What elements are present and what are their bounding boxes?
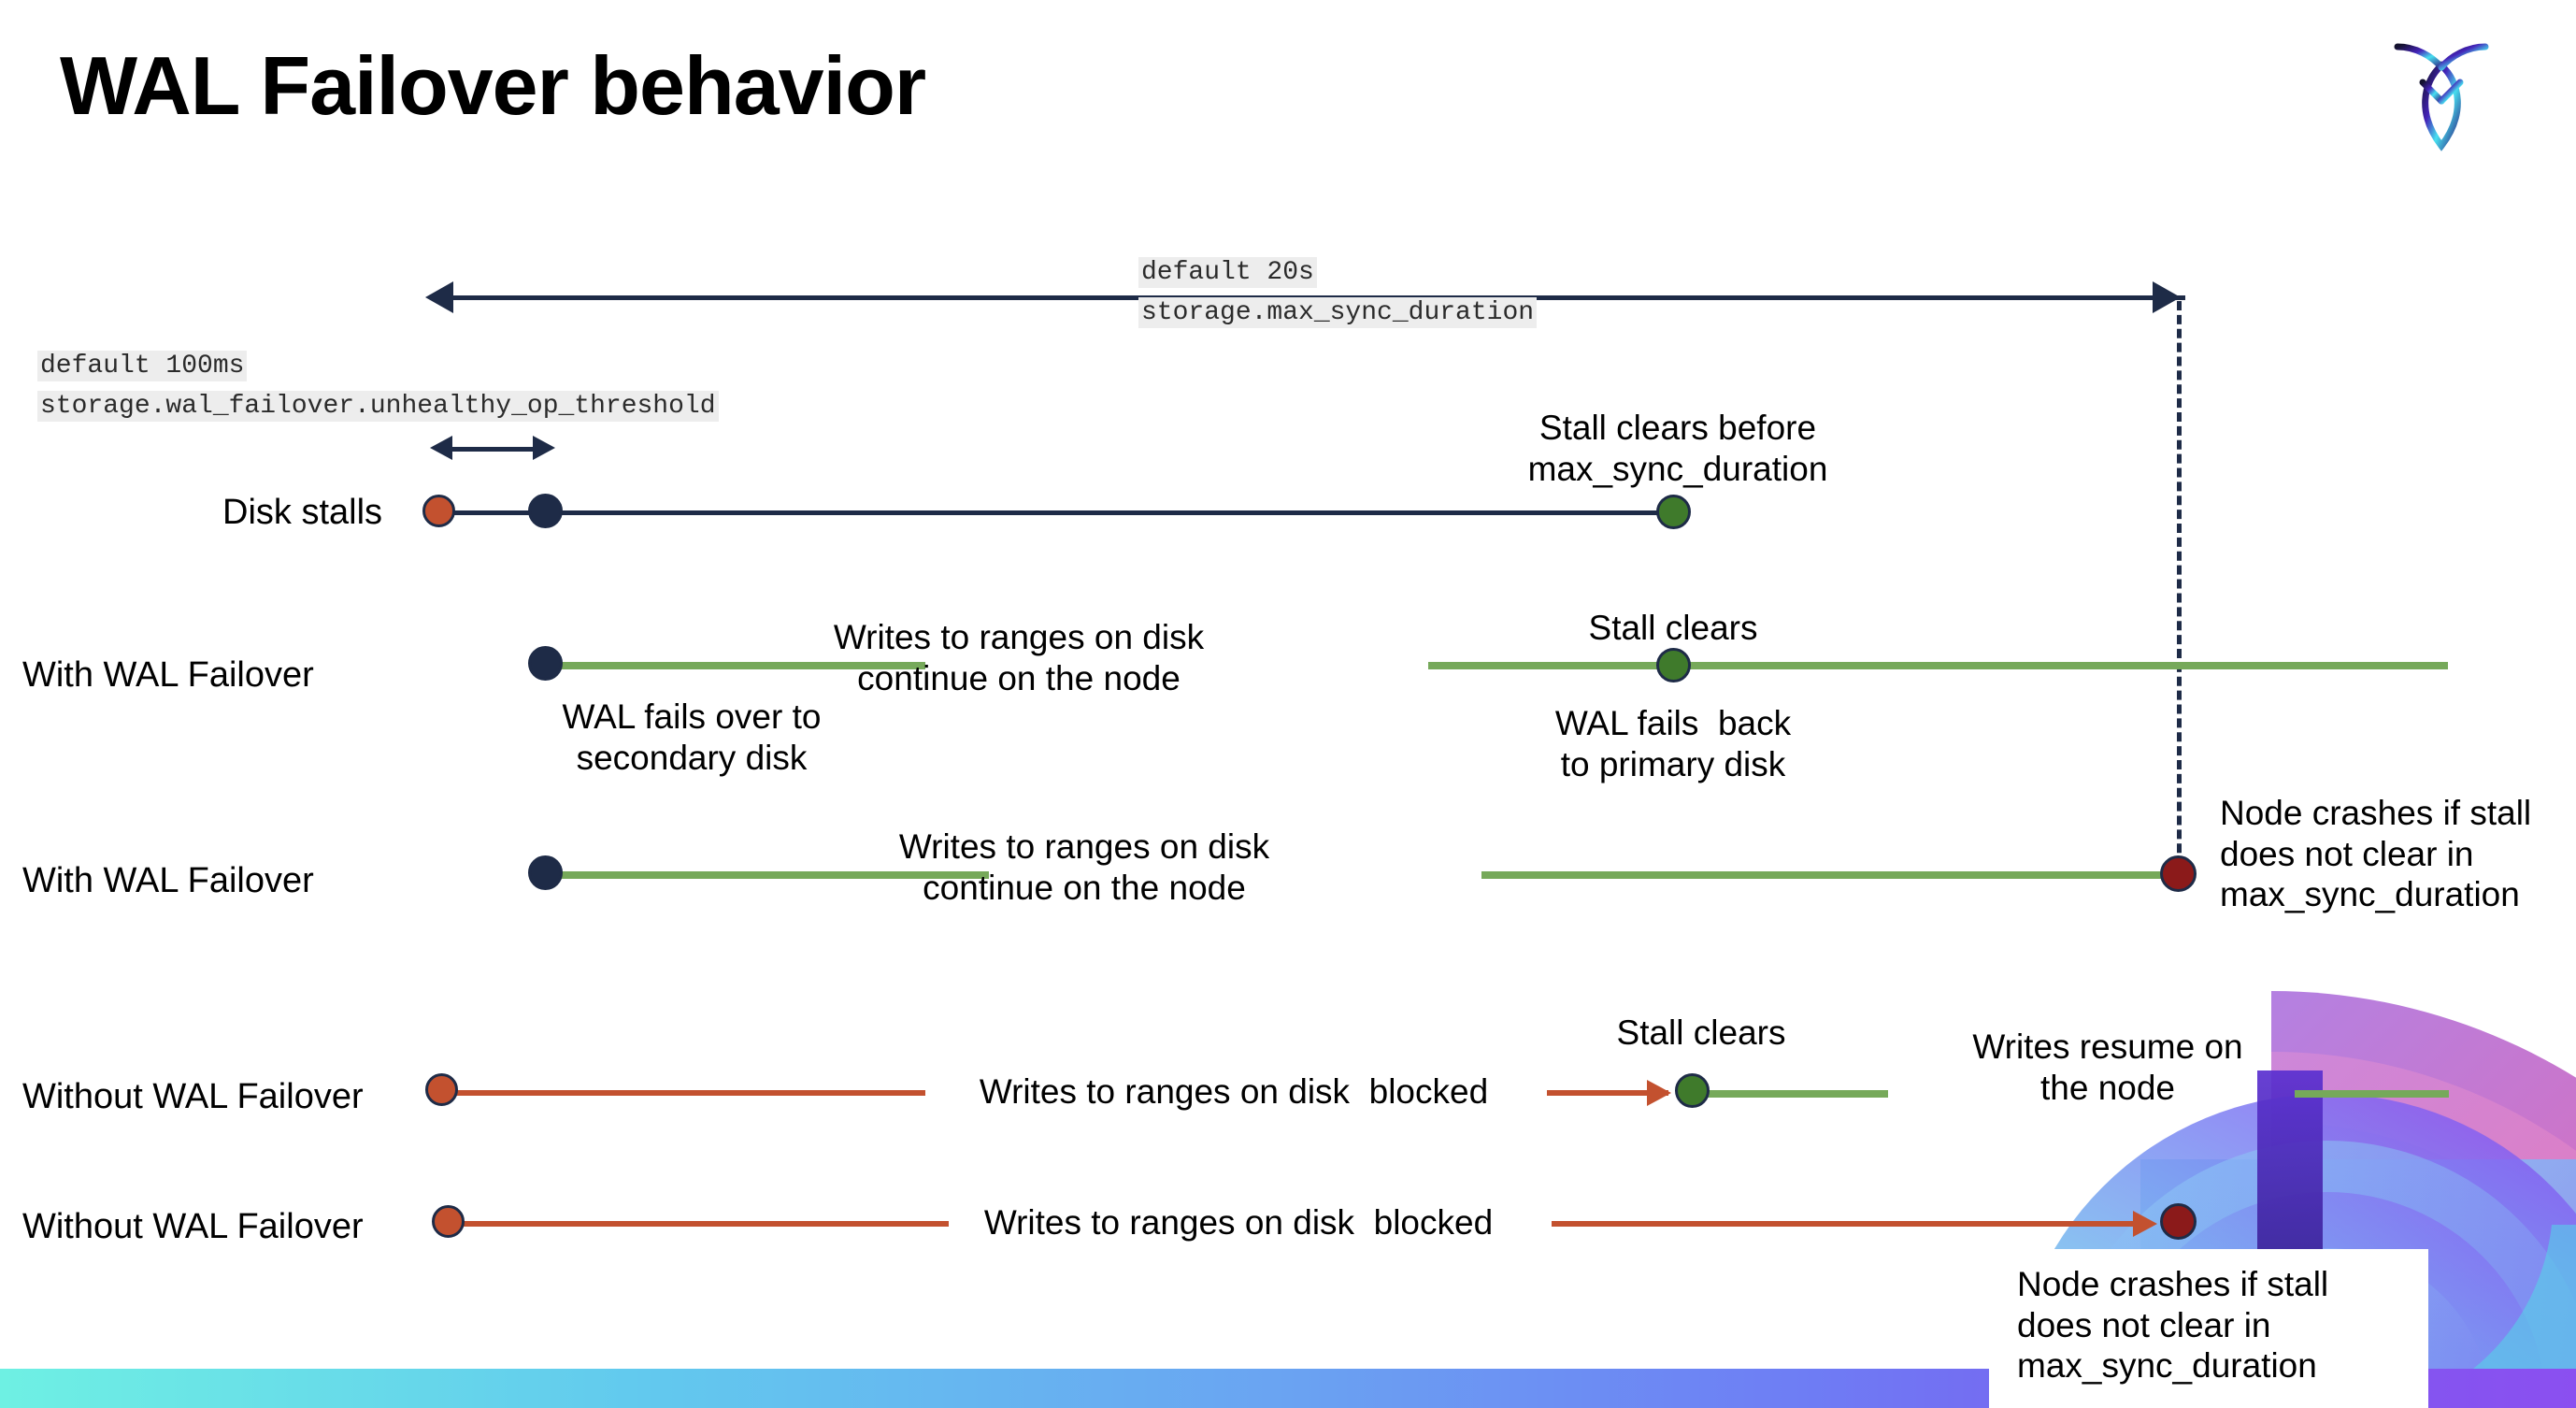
disk-stall-start-dot xyxy=(422,495,455,527)
page-title: WAL Failover behavior xyxy=(60,39,926,132)
max-sync-deadline-dashed-line xyxy=(2177,301,2182,881)
wal-failover-1-start-dot xyxy=(528,646,563,681)
max-sync-arrow-left-icon xyxy=(425,281,453,313)
without-wal-1-blocked-segment-b xyxy=(1547,1090,1668,1096)
node-crash-callout-cover xyxy=(1989,1249,2428,1408)
wal-failover-2-start-dot xyxy=(528,855,563,890)
max-sync-arrow-right-icon xyxy=(2153,281,2181,313)
annotation-unhealthy-setting: storage.wal_failover.unhealthy_op_thresh… xyxy=(37,391,719,423)
note-stall-clears-1: Stall clears xyxy=(1588,609,1758,647)
annotation-max-sync-duration: default 20s storage.max_sync_duration xyxy=(1138,252,1538,334)
unhealthy-arrow-left-icon xyxy=(430,436,452,460)
unhealthy-threshold-span-line xyxy=(447,447,533,452)
note-writes-resume: Writes resume on the node xyxy=(1972,1027,2243,1107)
wal-failover-2-line-segment-a xyxy=(550,871,989,879)
without-wal-2-blocked-segment-a xyxy=(458,1221,949,1227)
note-writes-blocked-1: Writes to ranges on disk blocked xyxy=(979,1072,1489,1111)
without-wal-1-resume-segment-a xyxy=(1696,1090,1888,1098)
without-wal-1-resume-segment-b xyxy=(2295,1090,2449,1098)
annotation-unhealthy-op-threshold: default 100ms storage.wal_failover.unhea… xyxy=(37,346,719,427)
row-label-without-wal-failover-1: Without WAL Failover xyxy=(22,1077,364,1116)
row-label-without-wal-failover-2: Without WAL Failover xyxy=(22,1207,364,1246)
wal-failover-1-stall-clears-dot xyxy=(1656,648,1691,682)
without-wal-2-arrowhead-icon xyxy=(2133,1211,2157,1237)
note-node-crashes-2-text: Node crashes if stall does not clear in … xyxy=(2017,1265,2329,1386)
disk-stall-clears-dot xyxy=(1656,495,1691,529)
cockroachdb-logo-icon xyxy=(2385,28,2497,159)
without-wal-2-node-crash-dot xyxy=(2160,1203,2197,1240)
wal-failover-1-line-segment-a xyxy=(550,662,925,669)
without-wal-1-stall-clears-dot xyxy=(1675,1073,1710,1108)
without-wal-2-start-dot xyxy=(432,1205,465,1238)
disk-stall-detected-dot xyxy=(528,494,563,528)
note-stall-clears-before-max-sync: Stall clears before max_sync_duration xyxy=(1527,409,1828,488)
unhealthy-arrow-right-icon xyxy=(533,436,555,460)
row-label-with-wal-failover-2: With WAL Failover xyxy=(22,861,314,900)
note-stall-clears-2: Stall clears xyxy=(1616,1013,1786,1052)
row-label-disk-stalls: Disk stalls xyxy=(222,493,383,532)
without-wal-1-arrowhead-icon xyxy=(1647,1080,1671,1106)
annotation-max-sync-setting: storage.max_sync_duration xyxy=(1138,297,1538,329)
wal-failover-1-line-segment-b xyxy=(1428,662,2448,669)
note-writes-continue-1: Writes to ranges on disk continue on the… xyxy=(833,618,1205,697)
without-wal-2-blocked-segment-b xyxy=(1552,1221,2150,1227)
without-wal-1-start-dot xyxy=(425,1073,458,1106)
note-writes-blocked-2: Writes to ranges on disk blocked xyxy=(983,1203,1494,1242)
note-node-crashes-1: Node crashes if stall does not clear in … xyxy=(2220,794,2532,914)
row-label-with-wal-failover-1: With WAL Failover xyxy=(22,655,314,695)
wal-failover-2-line-segment-b xyxy=(1481,871,2182,879)
note-writes-continue-2: Writes to ranges on disk continue on the… xyxy=(898,827,1270,907)
annotation-unhealthy-default: default 100ms xyxy=(37,351,248,381)
note-wal-fails-over: WAL fails over to secondary disk xyxy=(562,697,822,777)
without-wal-1-blocked-segment-a xyxy=(449,1090,925,1096)
wal-failover-2-node-crash-dot xyxy=(2160,855,2197,892)
annotation-max-sync-default: default 20s xyxy=(1138,257,1317,288)
disk-stalls-timeline xyxy=(439,510,1673,515)
note-wal-fails-back: WAL fails back to primary disk xyxy=(1554,704,1792,783)
